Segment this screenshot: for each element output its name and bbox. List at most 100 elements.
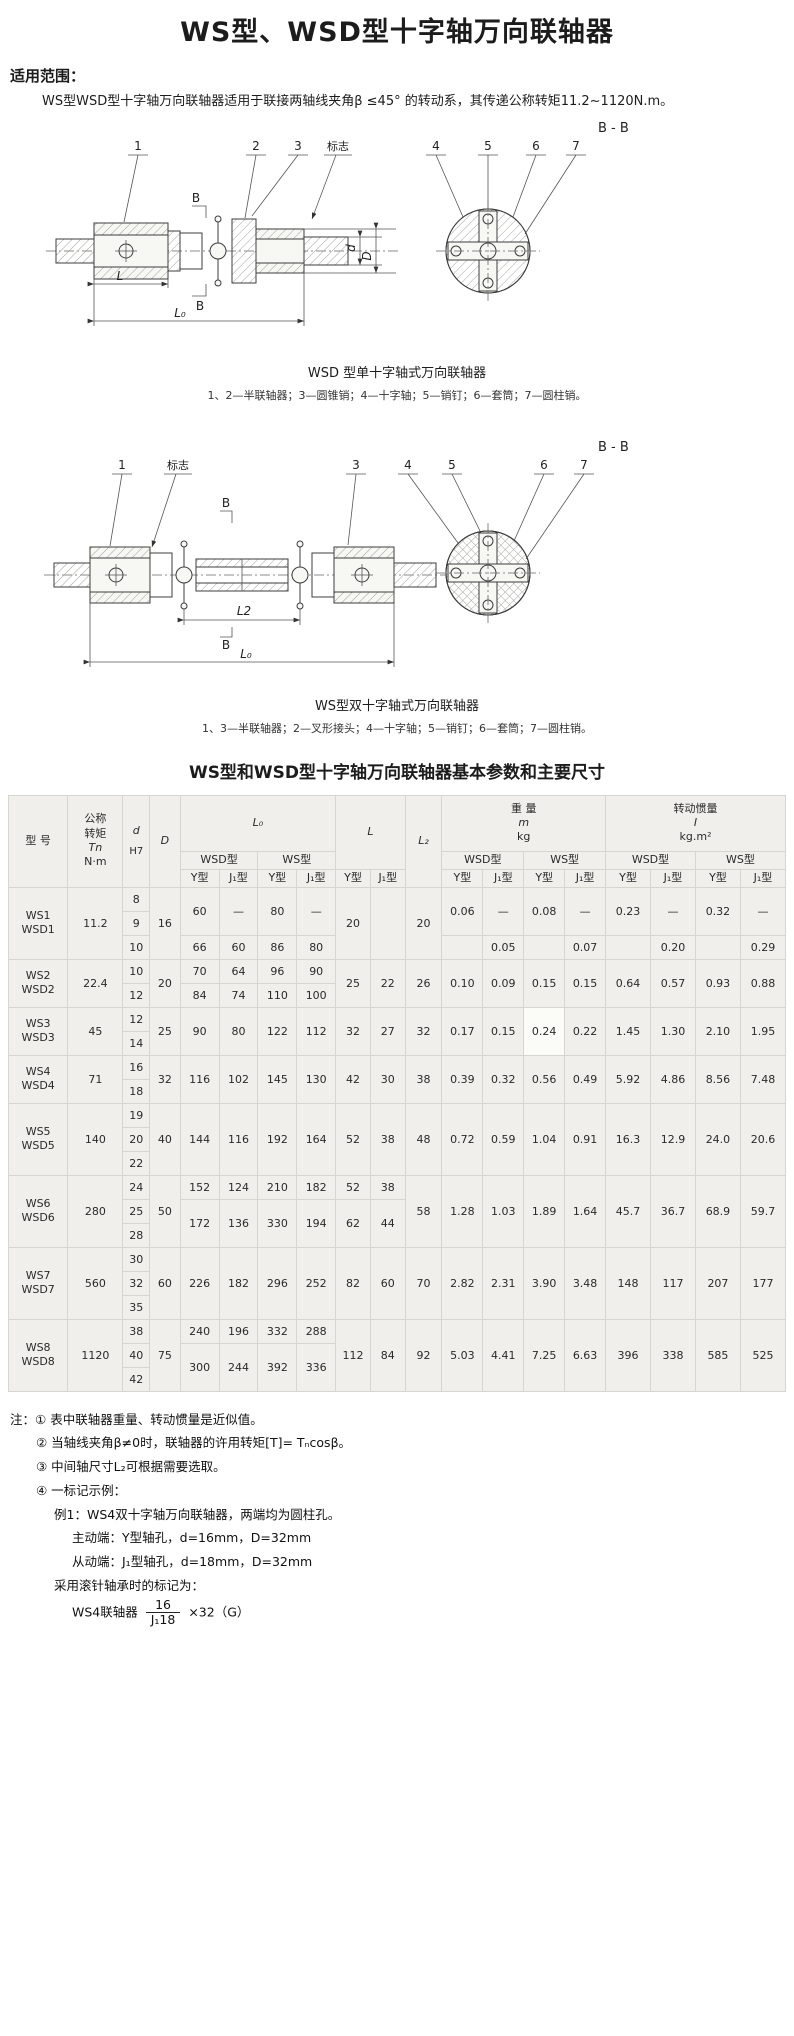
cell-w-ws-j1: 0.49 (564, 1054, 607, 1104)
cell-torque: 1120 (67, 1318, 124, 1392)
cell-w-wsd-y: 1.28 (441, 1174, 484, 1248)
cell-l0-ws-j1: 164 (296, 1102, 337, 1176)
cell-d: 25 (122, 1198, 151, 1224)
note-example-line: 例1：WS4双十字轴万向联轴器，两端均为圆柱孔。 (54, 1506, 341, 1522)
header-y: Y型 (257, 868, 298, 888)
cell-l2: 38 (404, 1054, 443, 1104)
designation-line: WS4联轴器 16 J₁18 ×32（G） (72, 1597, 794, 1628)
cell-d: 42 (122, 1366, 151, 1392)
callout-5: 5 (448, 458, 456, 472)
cell-w-ws-y: 0.08 (523, 886, 566, 936)
cell-torque: 22.4 (67, 958, 124, 1008)
cell-l0-ws-j1: 80 (296, 934, 337, 960)
cell-l0-ws-y: 210 (257, 1174, 298, 1200)
header-y: Y型 (335, 868, 371, 888)
callout-2: 2 (252, 139, 260, 153)
cell-w-ws-y: 3.90 (523, 1246, 566, 1320)
cell-l-y: 112 (335, 1318, 371, 1392)
table-title: WS型和WSD型十字轴万向联轴器基本参数和主要尺寸 (188, 762, 606, 783)
cell-l0-wsd-j1: 116 (218, 1102, 259, 1176)
notes-section: 注：① 表中联轴器重量、转动惯量是近似值。 ② 当轴线夹角β≠0时，联轴器的许用… (10, 1408, 794, 1628)
cell-i-ws-y (694, 934, 741, 960)
note-line: ③ 中间轴尺寸L₂可根据需要选取。 (36, 1459, 226, 1474)
dim-b-bottom: B (196, 299, 204, 313)
cell-d: 28 (122, 1222, 151, 1248)
cell-i-wsd-y: 0.23 (605, 886, 651, 936)
header-j1: J₁型 (296, 868, 337, 888)
dim-d: d (344, 243, 358, 251)
callout-7: 7 (580, 458, 588, 472)
cell-l0-wsd-y: 70 (179, 958, 220, 984)
cell-l0-wsd-y: 84 (179, 982, 220, 1008)
table-row: 32 (9, 1270, 786, 1296)
note-line: ④ 一标记示例： (36, 1482, 127, 1498)
callout-3: 3 (294, 139, 302, 153)
header-j1: J₁型 (739, 868, 787, 888)
header-l0-ws: WS型 (257, 850, 337, 870)
cell-l-y: 52 (335, 1174, 371, 1200)
cell-l0-ws-j1: 90 (296, 958, 337, 984)
callout-5: 5 (484, 139, 492, 153)
callout-1: 1 (118, 458, 126, 472)
cell-w-wsd-j1: 0.59 (482, 1102, 525, 1176)
diagram-ws-double: B - B 1 标志 3 4 5 6 7 (44, 440, 629, 667)
cell-l0-wsd-y: 300 (179, 1342, 220, 1392)
cell-w-wsd-j1: 4.41 (482, 1318, 525, 1392)
cell-l0-wsd-y: 66 (179, 934, 220, 960)
cell-d: 35 (122, 1294, 151, 1320)
cell-l0-wsd-y: 152 (179, 1174, 220, 1200)
cell-l2: 26 (404, 958, 443, 1008)
cell-l0-wsd-j1: — (218, 886, 259, 936)
cell-d: 9 (122, 910, 151, 936)
diagram1-main-view: d D B B L L₀ (46, 191, 400, 326)
cell-l-j1: 60 (369, 1246, 406, 1320)
note-line: 注：① 表中联轴器重量、转动惯量是近似值。 (10, 1411, 263, 1427)
cell-l2: 20 (404, 886, 443, 960)
cell-i-ws-j1: 177 (739, 1246, 787, 1320)
table-row: 12 84 74 110 100 (9, 982, 786, 1008)
cell-l-j1: 22 (369, 958, 406, 1008)
diagram1-callouts: 1 2 3 标志 4 5 6 7 (123, 139, 586, 234)
cell-l0-wsd-j1: 182 (218, 1246, 259, 1320)
cell-i-wsd-j1: — (649, 886, 696, 936)
dim-D: D (360, 251, 374, 260)
table-row: 10 66 60 86 80 0.05 0.07 0.20 0.29 (9, 934, 787, 960)
cell-w-ws-j1: 6.63 (564, 1318, 607, 1392)
cell-i-wsd-y: 5.92 (605, 1054, 651, 1104)
cell-l2: 48 (404, 1102, 443, 1176)
cell-l2: 58 (404, 1174, 443, 1248)
cell-i-wsd-j1: 36.7 (649, 1174, 696, 1248)
cell-w-ws-y: 0.15 (523, 958, 566, 1008)
cell-l-y: 42 (335, 1054, 371, 1104)
scope-text: WS型WSD型十字轴万向联轴器适用于联接两轴线夹角β ≤45° 的转动系，其传递… (42, 94, 674, 109)
callout-6: 6 (540, 458, 548, 472)
designation-denominator: J₁18 (150, 1611, 176, 1627)
cell-w-wsd-y: 0.10 (441, 958, 484, 1008)
cell-torque: 560 (67, 1246, 124, 1320)
cell-w-wsd-j1: 0.15 (482, 1006, 525, 1056)
cell-w-ws-y: 7.25 (523, 1318, 566, 1392)
cell-l-y: 62 (335, 1198, 371, 1248)
cell-torque: 280 (67, 1174, 124, 1248)
dim-b-top: B (222, 496, 230, 510)
cell-w-ws-j1: 3.48 (564, 1246, 607, 1320)
cell-l0-ws-j1: 252 (296, 1246, 337, 1320)
cell-l0-wsd-y: 90 (179, 1006, 220, 1056)
cell-d: 40 (122, 1342, 151, 1368)
cell-i-ws-j1: — (739, 886, 787, 936)
cell-l0-wsd-y: 226 (179, 1246, 220, 1320)
cell-i-ws-y: 0.32 (694, 886, 741, 936)
cell-w-ws-y: 1.89 (523, 1174, 566, 1248)
cell-d: 24 (122, 1174, 151, 1200)
cell-w-ws-j1: 0.91 (564, 1102, 607, 1176)
cell-d: 22 (122, 1150, 151, 1176)
table-row: 22 (9, 1150, 786, 1176)
cell-w-wsd-y: 5.03 (441, 1318, 484, 1392)
cell-i-wsd-j1: 0.57 (649, 958, 696, 1008)
cell-l0-ws-y: 80 (257, 886, 298, 936)
cell-w-ws-j1: 0.07 (564, 934, 607, 960)
diagram2-caption: WS型双十字轴式万向联轴器 (314, 698, 480, 714)
